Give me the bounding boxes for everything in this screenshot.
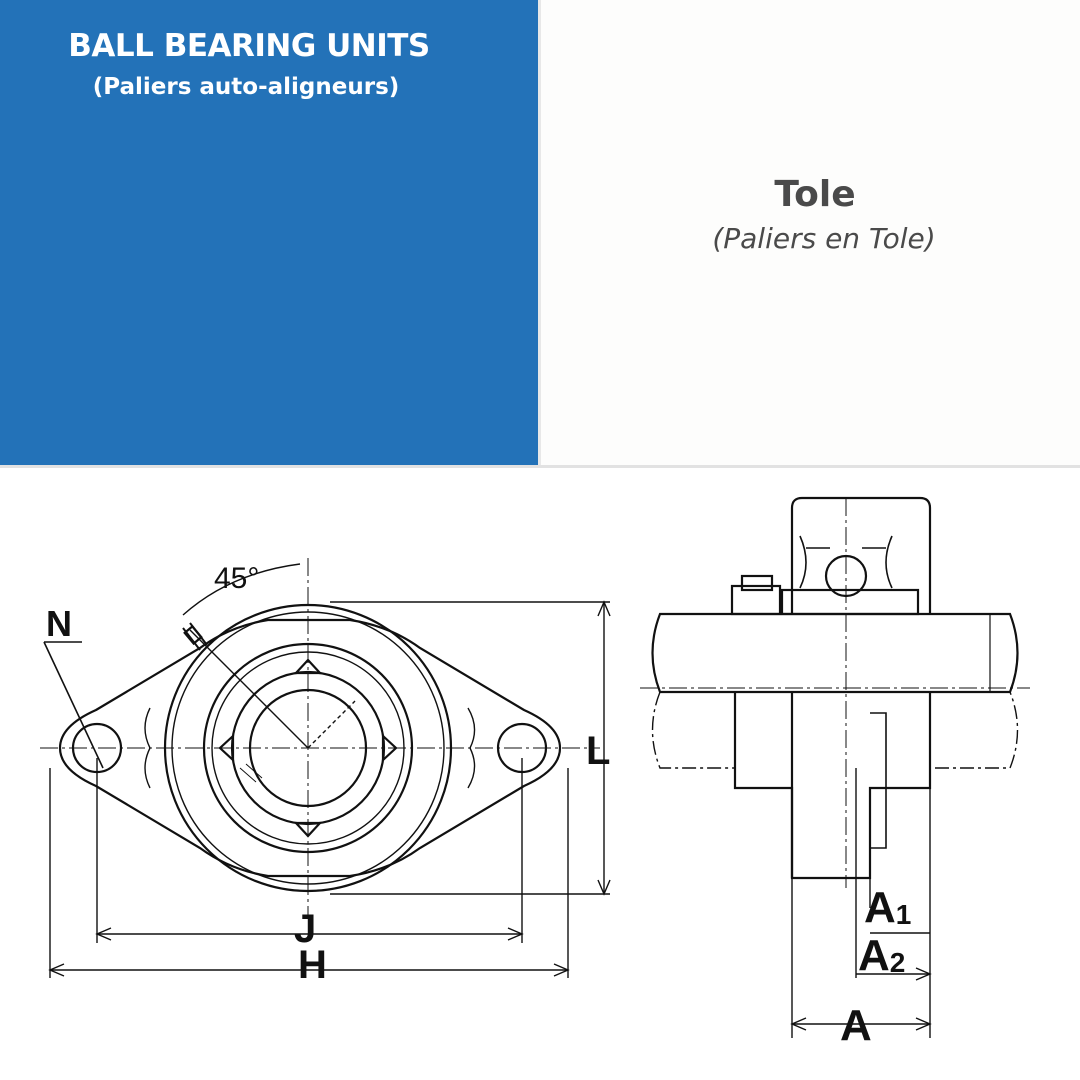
dim-h <box>48 768 570 978</box>
n-leader <box>43 641 104 769</box>
side-view <box>651 496 1019 880</box>
panel-divider <box>538 0 541 465</box>
technical-drawing: 45° N L J H <box>40 496 1030 1050</box>
dim-label-h: H <box>298 943 327 987</box>
page-subtitle: (Paliers auto-aligneurs) <box>92 74 400 100</box>
shaft <box>651 612 1019 694</box>
product-panel <box>541 0 1080 465</box>
header-panel <box>0 0 538 465</box>
angle-indicator <box>182 563 356 749</box>
angle-label: 45° <box>214 562 259 595</box>
dim-label-a2: A2 <box>858 931 905 980</box>
dim-label-a1: A1 <box>864 883 911 932</box>
dim-l <box>330 600 611 896</box>
housing-top <box>790 496 932 614</box>
section-divider <box>0 465 1080 468</box>
centerlines <box>40 498 1030 918</box>
product-name: Tole <box>774 174 856 215</box>
housing-bottom <box>733 692 932 880</box>
dim-a-lines <box>790 768 932 1038</box>
page-title: BALL BEARING UNITS <box>68 28 430 64</box>
dim-label-j: J <box>294 907 316 951</box>
dim-label-n: N <box>46 603 72 644</box>
dim-j <box>95 758 524 943</box>
dim-label-l: L <box>586 729 610 773</box>
dim-label-a: A <box>840 1001 872 1050</box>
product-subtitle: (Paliers en Tole) <box>712 222 936 255</box>
